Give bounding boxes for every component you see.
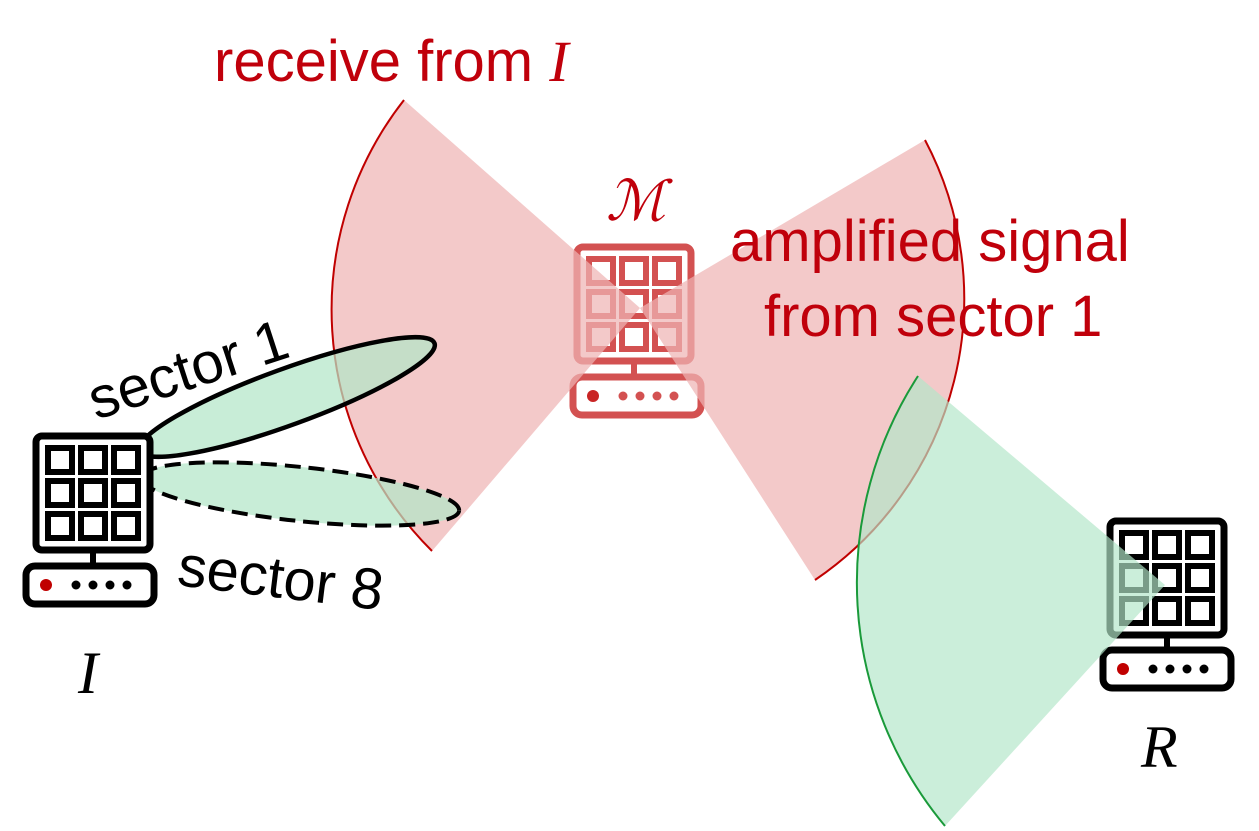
amplified-label-line1: amplified signal xyxy=(730,209,1130,274)
antenna-array-icon xyxy=(36,436,150,550)
sector-8-beam xyxy=(138,460,462,528)
responder-device xyxy=(1103,521,1231,688)
router-base-icon xyxy=(1103,650,1231,688)
router-base-icon xyxy=(26,566,154,604)
responder-beam-arc xyxy=(855,375,946,827)
initiator-device xyxy=(26,436,154,604)
amplified-label-line2: from sector 1 xyxy=(764,284,1102,349)
mirror-label: ℳ xyxy=(606,171,673,233)
responder-label: R xyxy=(1140,714,1178,780)
router-base-icon xyxy=(573,377,701,415)
receive-beam xyxy=(331,100,640,551)
responder-beam xyxy=(856,376,1165,826)
mirror-device xyxy=(573,247,701,415)
receive-label: receive from I xyxy=(214,29,571,94)
initiator-label: I xyxy=(77,640,101,706)
sector-8-label: sector 8 xyxy=(174,533,387,623)
